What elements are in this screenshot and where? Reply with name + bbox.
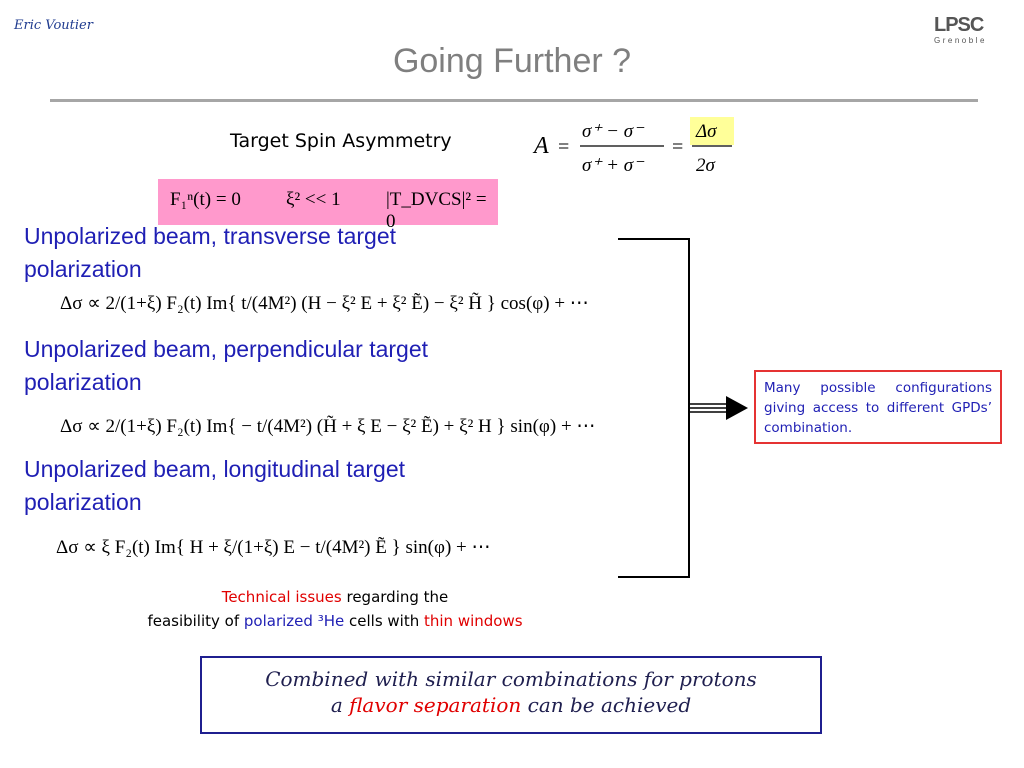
- numerator-a: σ⁺ − σ⁻: [582, 121, 645, 142]
- conclusion-line1: Combined with similar combinations for p…: [265, 667, 757, 691]
- asymmetry-formula: A = σ⁺ − σ⁻ σ⁺ + σ⁻ = Δσ 2σ: [532, 117, 734, 176]
- condition-xi: ξ² << 1: [286, 189, 341, 210]
- section-1-heading: Unpolarized beam, transverse target pola…: [24, 220, 396, 286]
- title-divider: [50, 99, 978, 102]
- asymmetry-label: Target Spin Asymmetry: [230, 130, 452, 152]
- section-2-heading-line2: polarization: [24, 369, 142, 395]
- denominator-a: σ⁺ + σ⁻: [582, 155, 645, 176]
- conclusion-box: Combined with similar combinations for p…: [200, 656, 822, 734]
- configurations-note: Many possible configurations giving acce…: [754, 370, 1002, 444]
- section-1-formula: Δσ ∝ 2/(1+ξ) F₂(t) Im{ t/(4M²) (H − ξ² E…: [60, 293, 589, 314]
- condition-f1: F₁ⁿ(t) = 0: [170, 189, 241, 210]
- tech-feasibility: feasibility of: [147, 612, 244, 630]
- section-3-heading-line2: polarization: [24, 489, 142, 515]
- asym-symbol: A: [532, 133, 549, 159]
- bracket-bottom: [618, 576, 690, 578]
- bracket-top: [618, 238, 690, 240]
- logo-text: LPSC: [934, 14, 984, 36]
- section-2-formula: Δσ ∝ 2/(1+ξ) F₂(t) Im{ − t/(4M²) (H̃ + ξ…: [60, 416, 596, 437]
- section-1-heading-line2: polarization: [24, 256, 142, 282]
- section-2-heading-line1: Unpolarized beam, perpendicular target: [24, 336, 429, 362]
- highlight-box: [690, 117, 734, 145]
- conclusion-line2: a flavor separation can be achieved: [202, 692, 820, 718]
- logo-subtext: Grenoble: [934, 36, 987, 45]
- author-name: Eric Voutier: [14, 18, 93, 33]
- equals-sign-1: =: [558, 136, 569, 158]
- section-3-formula: Δσ ∝ ξ F₂(t) Im{ H + ξ/(1+ξ) E − t/(4M²)…: [56, 537, 491, 558]
- denominator-b: 2σ: [696, 155, 716, 176]
- conclusion-a: a: [330, 693, 350, 717]
- tech-regarding: regarding the: [341, 588, 449, 606]
- section-1-heading-line1: Unpolarized beam, transverse target: [24, 223, 397, 249]
- condition-tdvcs: |T_DVCS|² = 0: [386, 189, 487, 232]
- conclusion-end: can be achieved: [521, 693, 692, 717]
- arrow-right-icon: [688, 396, 748, 420]
- conclusion-flavor: flavor separation: [349, 693, 522, 717]
- tech-helium3: ³He: [312, 612, 345, 630]
- section-3-heading-line1: Unpolarized beam, longitudinal target: [24, 456, 406, 482]
- section-3-heading: Unpolarized beam, longitudinal target po…: [24, 453, 405, 519]
- tech-polarized: polarized: [243, 612, 313, 630]
- equals-sign-2: =: [672, 136, 683, 158]
- section-2-heading: Unpolarized beam, perpendicular target p…: [24, 333, 428, 399]
- tech-cells-with: cells with: [344, 612, 424, 630]
- conditions-box: F₁ⁿ(t) = 0 ξ² << 1 |T_DVCS|² = 0: [158, 179, 498, 232]
- tech-issues-phrase: Technical issues: [221, 588, 342, 606]
- slide-title: Going Further ?: [392, 42, 632, 80]
- numerator-b: Δσ: [695, 121, 717, 142]
- lpsc-logo: LPSC Grenoble: [930, 14, 1010, 48]
- technical-issues-text: Technical issues regarding the feasibili…: [80, 585, 590, 633]
- tech-thin-windows: thin windows: [424, 612, 523, 630]
